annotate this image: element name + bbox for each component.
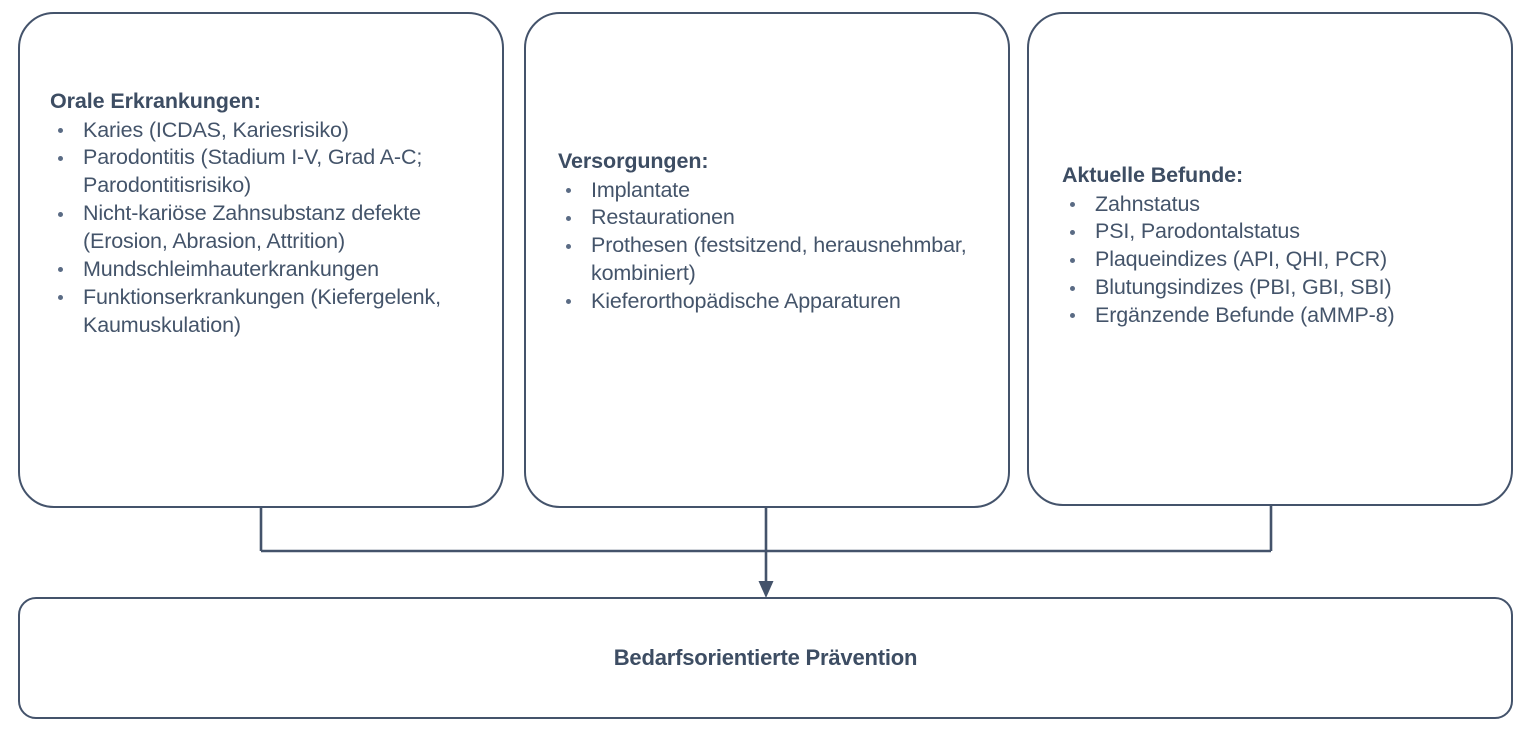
node-bedarfsorientierte-praevention[interactable]: Bedarfsorientierte Prävention <box>18 597 1513 719</box>
node-orale-erkrankungen[interactable]: Orale Erkrankungen: Karies (ICDAS, Karie… <box>18 12 504 508</box>
bullet-dot-icon <box>58 267 63 273</box>
list-item: PSI, Parodontalstatus <box>1062 218 1495 246</box>
list-item-label: Parodontitis (Stadium I-V, Grad A-C; Par… <box>83 145 423 198</box>
list-item-label: Nicht-kariöse Zahnsubstanz defekte (Eros… <box>83 201 421 254</box>
list-item: Restaurationen <box>558 204 992 232</box>
bullet-dot-icon <box>566 299 571 305</box>
node-aktuelle-befunde[interactable]: Aktuelle Befunde: Zahnstatus PSI, Parodo… <box>1027 12 1513 506</box>
node-title: Orale Erkrankungen: <box>50 89 261 113</box>
outcome-label: Bedarfsorientierte Prävention <box>613 645 918 670</box>
list-item-label: Funktionserkrankungen (Kiefergelenk, Kau… <box>83 285 441 338</box>
list-item-label: Mundschleimhauterkrankungen <box>83 257 379 282</box>
bullet-dot-icon <box>1070 285 1075 291</box>
list-item: Blutungsindizes (PBI, GBI, SBI) <box>1062 274 1495 302</box>
bullet-dot-icon <box>58 127 63 133</box>
list-item-label: Implantate <box>591 177 690 202</box>
bullet-dot-icon <box>58 295 63 301</box>
node-title: Aktuelle Befunde: <box>1062 163 1244 187</box>
list-item: Prothesen (festsitzend, herausnehmbar, k… <box>558 232 992 288</box>
list-item-label: Plaqueindizes (API, QHI, PCR) <box>1095 247 1387 272</box>
list-item-label: Ergänzende Befunde (aMMP-8) <box>1095 303 1395 328</box>
list-item: Kieferorthopädische Apparaturen <box>558 288 992 316</box>
list-item: Zahnstatus <box>1062 191 1495 219</box>
bullet-dot-icon <box>566 243 571 249</box>
bullet-dot-icon <box>58 155 63 161</box>
list-item: Nicht-kariöse Zahnsubstanz defekte (Eros… <box>50 200 486 256</box>
bullet-dot-icon <box>566 215 571 221</box>
node-title: Versorgungen: <box>558 149 709 173</box>
list-item: Ergänzende Befunde (aMMP-8) <box>1062 302 1495 330</box>
list-item: Mundschleimhauterkrankungen <box>50 256 486 284</box>
list-item: Karies (ICDAS, Kariesrisiko) <box>50 117 486 145</box>
list-item-label: Restaurationen <box>591 205 735 230</box>
bullet-dot-icon <box>566 187 571 193</box>
list-item-label: Zahnstatus <box>1095 191 1200 216</box>
list-item: Parodontitis (Stadium I-V, Grad A-C; Par… <box>50 144 486 200</box>
node-bullet-list: Implantate Restaurationen Prothesen (fes… <box>558 177 992 317</box>
list-item-label: Kieferorthopädische Apparaturen <box>591 289 901 314</box>
list-item: Funktionserkrankungen (Kiefergelenk, Kau… <box>50 284 486 340</box>
bullet-dot-icon <box>1070 257 1075 263</box>
list-item: Plaqueindizes (API, QHI, PCR) <box>1062 246 1495 274</box>
node-bullet-list: Karies (ICDAS, Kariesrisiko) Parodontiti… <box>50 117 486 341</box>
list-item-label: Prothesen (festsitzend, herausnehmbar, k… <box>591 233 967 286</box>
list-item: Implantate <box>558 177 992 205</box>
list-item-label: Blutungsindizes (PBI, GBI, SBI) <box>1095 275 1392 300</box>
node-versorgungen[interactable]: Versorgungen: Implantate Restaurationen … <box>524 12 1010 508</box>
bullet-dot-icon <box>1070 229 1075 235</box>
list-item-label: PSI, Parodontalstatus <box>1095 219 1300 244</box>
bullet-dot-icon <box>1070 201 1075 207</box>
bullet-dot-icon <box>58 211 63 217</box>
node-bullet-list: Zahnstatus PSI, Parodontalstatus Plaquei… <box>1062 191 1495 331</box>
down-arrow-icon <box>758 581 774 598</box>
list-item-label: Karies (ICDAS, Kariesrisiko) <box>83 117 349 142</box>
bullet-dot-icon <box>1070 313 1075 319</box>
